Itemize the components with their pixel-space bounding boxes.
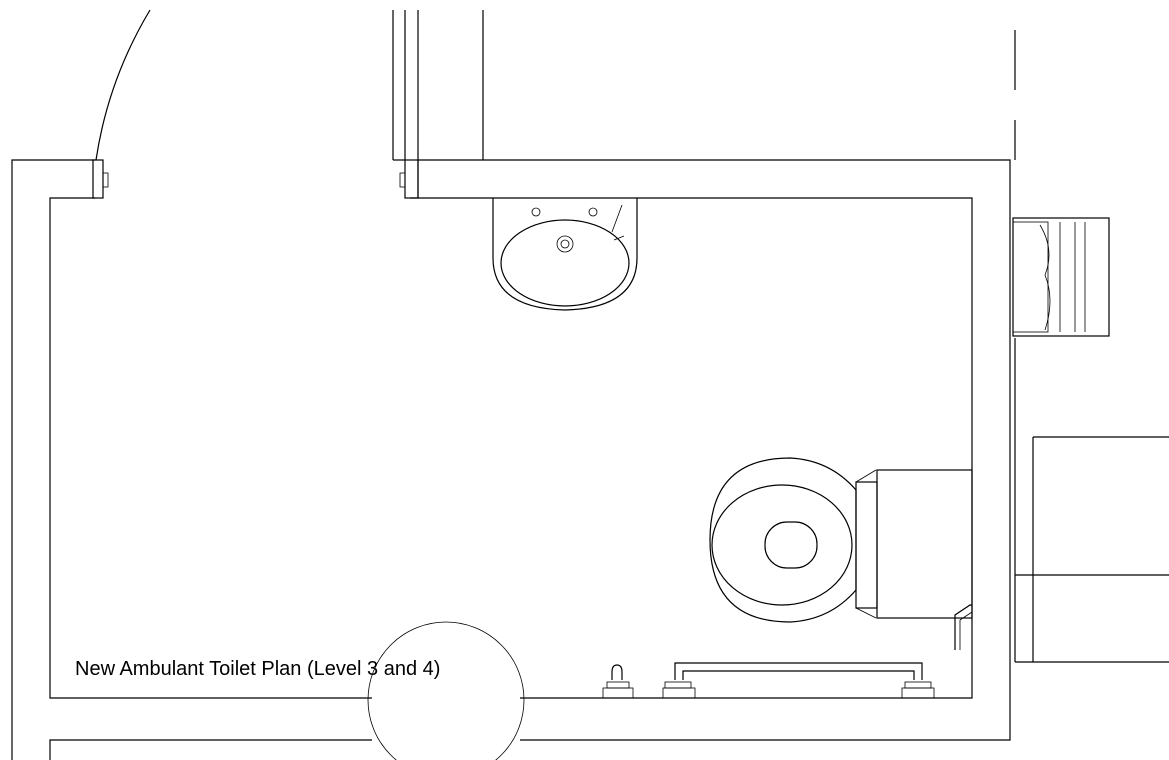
wash-basin — [492, 198, 638, 311]
hand-dryer — [1012, 217, 1110, 337]
flush-button — [954, 604, 973, 650]
cistern — [855, 469, 973, 619]
walls — [11, 10, 1169, 760]
door-frame — [92, 10, 419, 199]
section-marker — [367, 621, 525, 760]
door-swing — [95, 9, 151, 161]
toilet-roll-holder — [602, 664, 634, 699]
plan-caption: New Ambulant Toilet Plan (Level 3 and 4) — [75, 658, 440, 680]
toilet-pan — [709, 457, 857, 623]
grab-rail — [662, 662, 935, 699]
